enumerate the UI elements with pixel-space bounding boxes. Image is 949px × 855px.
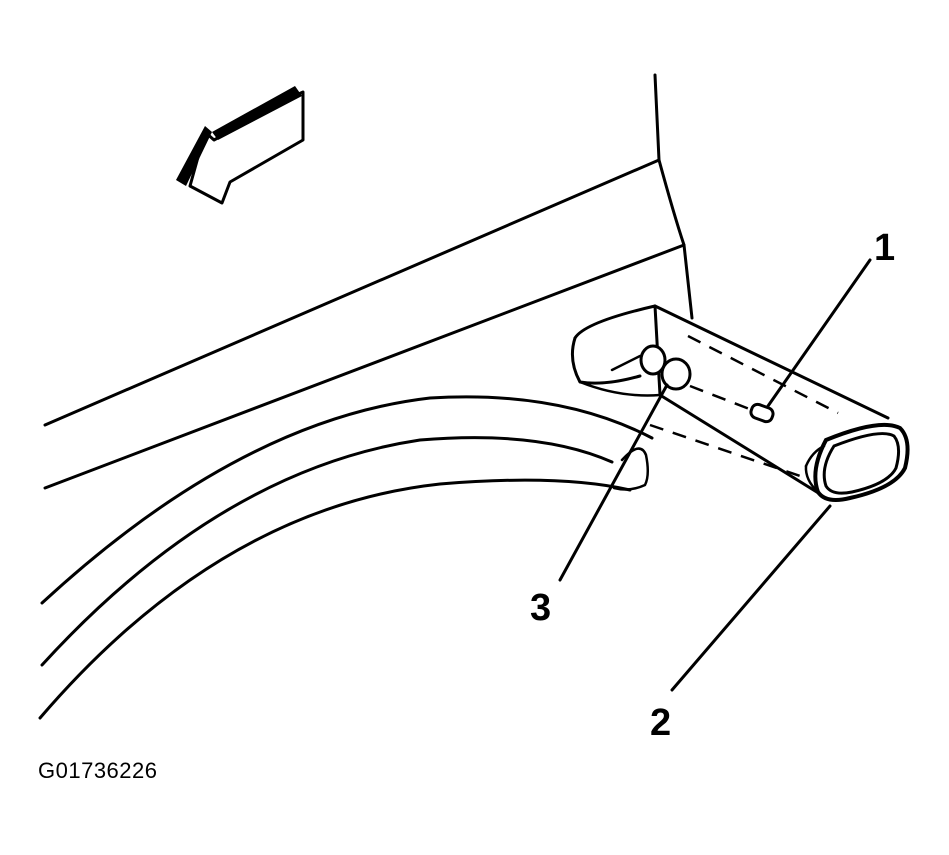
front-direction-arrow-icon bbox=[176, 86, 305, 205]
bulb-socket bbox=[610, 344, 692, 391]
side-marker-housing bbox=[570, 304, 890, 496]
figure-id: G01736226 bbox=[38, 758, 158, 783]
retainer-tab bbox=[749, 402, 775, 424]
side-marker-lamp bbox=[804, 422, 910, 502]
leader-lines bbox=[558, 258, 872, 692]
callout-2: 2 bbox=[650, 702, 671, 744]
callout-1: 1 bbox=[874, 227, 895, 269]
fender-outline bbox=[38, 73, 694, 720]
alignment-lines bbox=[649, 334, 839, 480]
callout-3: 3 bbox=[530, 587, 551, 629]
